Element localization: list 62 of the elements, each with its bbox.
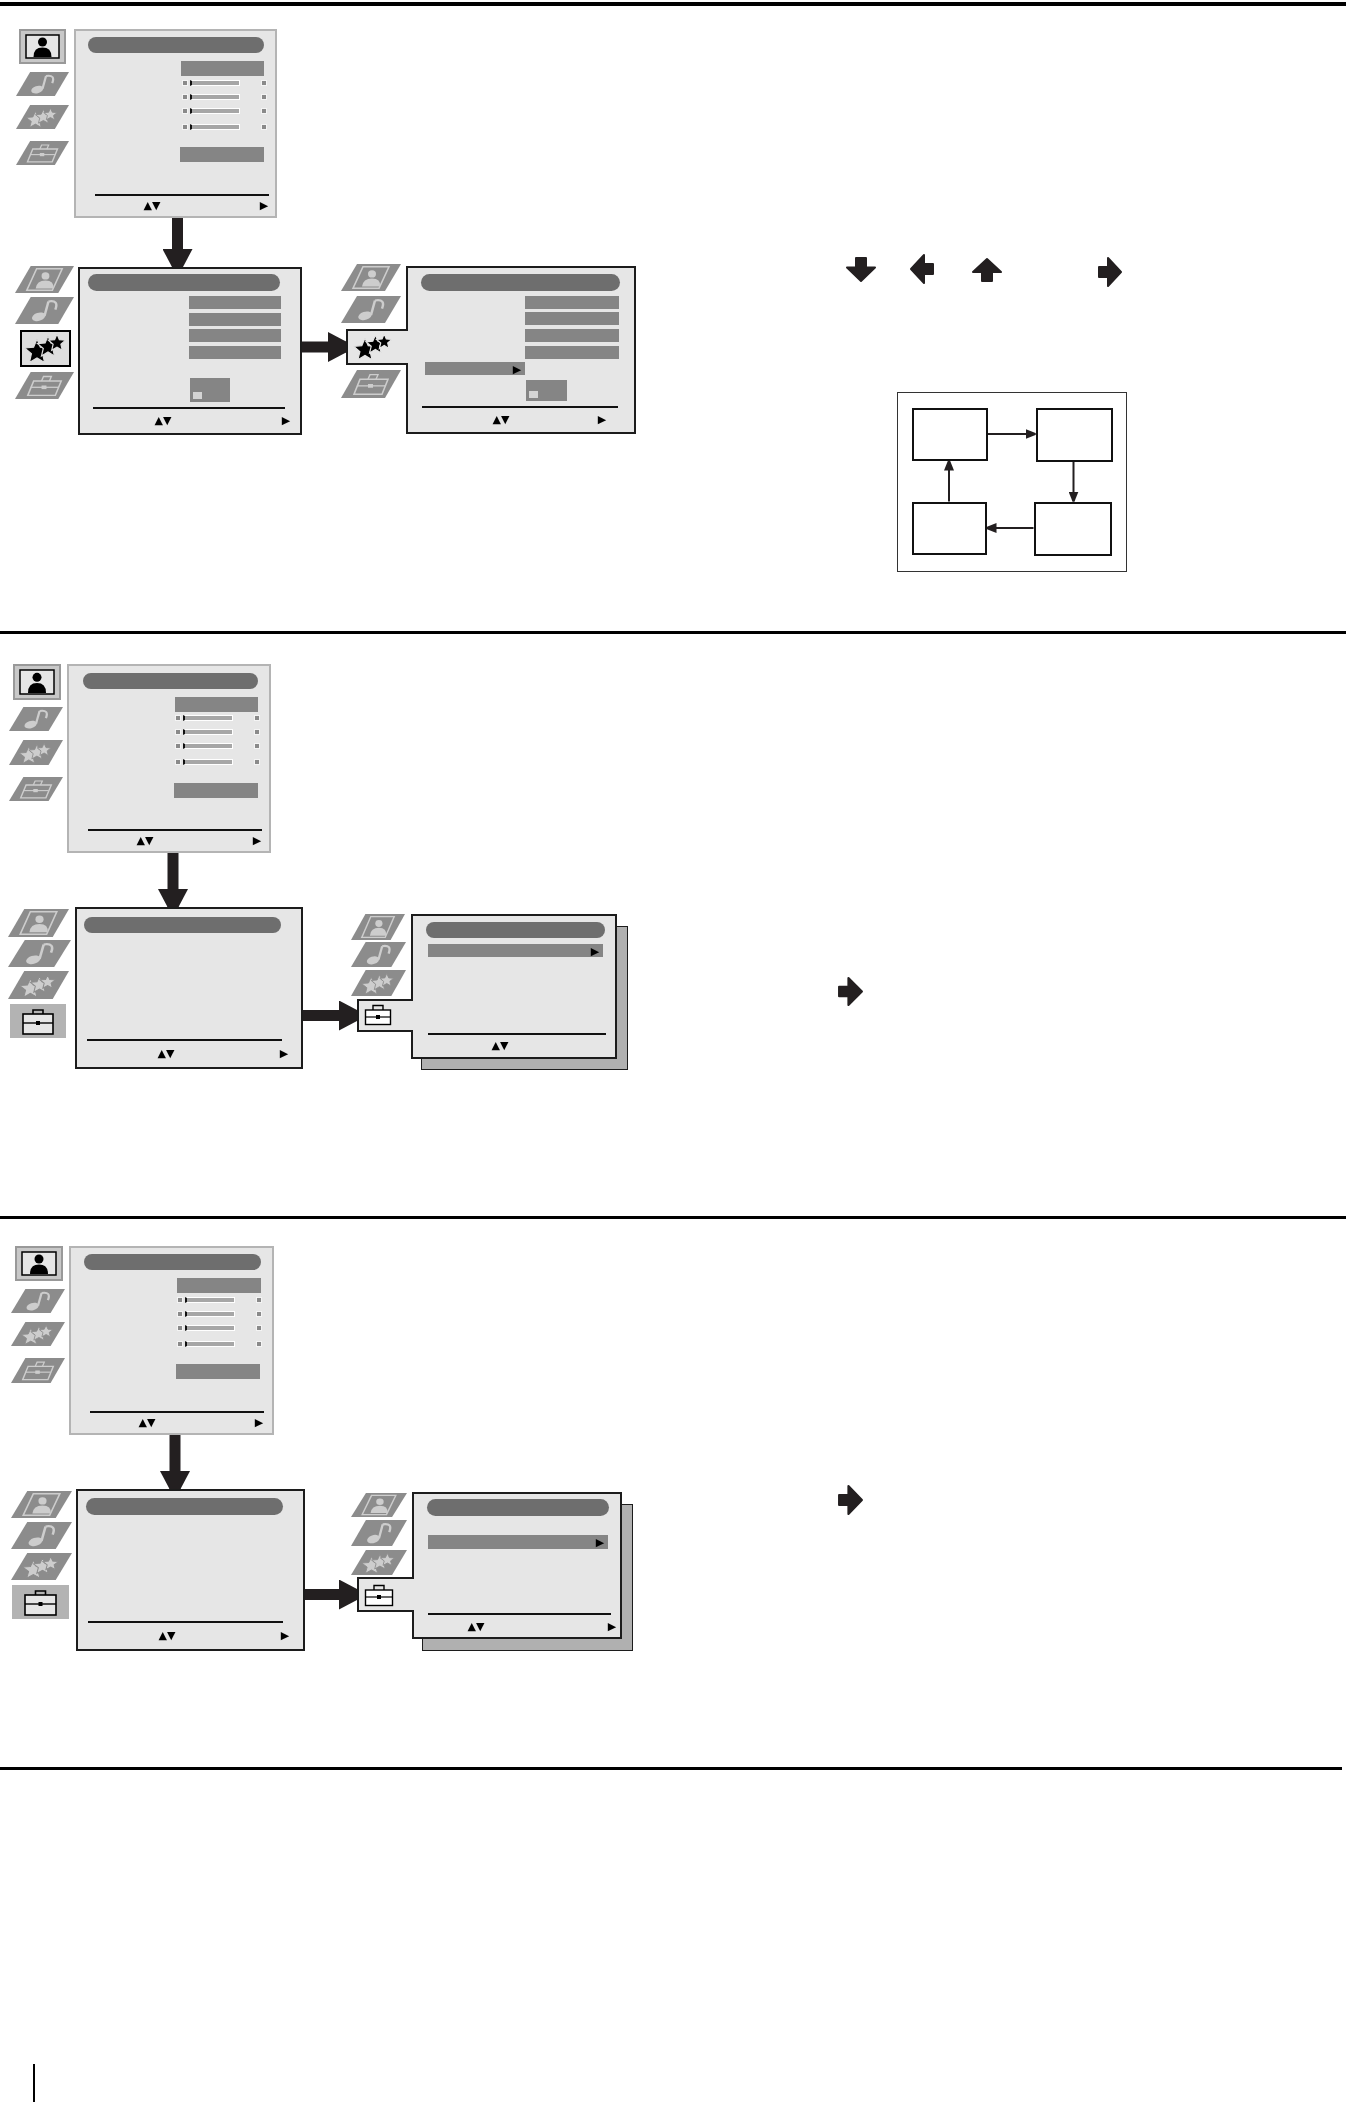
enter-symbol: ▶ <box>607 1620 617 1632</box>
enter-symbol: ▶ <box>254 1416 264 1428</box>
menu-screen <box>357 914 617 1059</box>
setting-value-bar <box>189 346 281 359</box>
setting-value-bar <box>176 1364 260 1379</box>
enter-symbol: ▶ <box>512 363 522 374</box>
menu-screen <box>74 29 277 218</box>
setting-value-bar <box>175 697 258 712</box>
navigation-symbols: ▲▼ <box>467 1620 485 1632</box>
highlighted-menu-row <box>428 944 603 957</box>
menu-screen <box>67 664 271 853</box>
setting-value-bar <box>177 1278 261 1293</box>
empty-box <box>911 501 987 555</box>
enter-symbol: ▶ <box>259 199 269 211</box>
empty-box <box>911 407 988 461</box>
enter-symbol: ▶ <box>281 414 291 426</box>
setting-value-bar <box>181 61 264 76</box>
navigation-symbols: ▲▼ <box>143 199 161 211</box>
navigation-symbols: ▲▼ <box>158 1629 176 1641</box>
menu-screen <box>346 266 636 434</box>
setting-value-bar <box>189 296 281 309</box>
menu-title-bar <box>84 1254 261 1270</box>
setting-value-bar <box>174 783 258 798</box>
navigation-symbols: ▲▼ <box>154 414 172 426</box>
menu-title-bar <box>421 274 620 291</box>
menu-title-bar <box>426 922 605 938</box>
setting-value-bar <box>525 296 619 309</box>
menu-title-bar <box>427 1499 609 1516</box>
navigation-symbols: ▲▼ <box>138 1416 156 1428</box>
menu-title-bar <box>88 37 264 53</box>
menu-title-bar <box>83 673 258 689</box>
diagram-frame <box>897 392 1127 572</box>
enter-symbol: ▶ <box>595 1536 605 1548</box>
navigation-symbols: ▲▼ <box>136 834 154 846</box>
navigation-symbols: ▲▼ <box>492 413 510 425</box>
menu-title-bar <box>84 917 281 933</box>
menu-title-bar <box>88 274 280 291</box>
setting-value-bar <box>189 313 281 326</box>
empty-box <box>1033 501 1112 556</box>
value-box <box>526 380 567 401</box>
enter-symbol: ▶ <box>252 834 262 846</box>
menu-screen <box>75 907 303 1069</box>
enter-symbol: ▶ <box>597 413 607 425</box>
setting-value-bar <box>180 147 264 162</box>
navigation-symbols: ▲▼ <box>491 1039 509 1051</box>
menu-title-bar <box>86 1498 283 1515</box>
setting-value-bar <box>525 329 619 342</box>
setting-value-bar <box>189 329 281 342</box>
menu-screen <box>69 1246 274 1435</box>
highlighted-menu-row <box>425 362 525 375</box>
menu-screen <box>76 1489 305 1651</box>
enter-symbol: ▶ <box>590 945 600 956</box>
enter-symbol: ▶ <box>280 1629 290 1641</box>
enter-symbol: ▶ <box>279 1047 289 1059</box>
menu-screen <box>78 267 302 435</box>
menu-screen <box>357 1492 622 1639</box>
setting-value-bar <box>525 346 619 359</box>
navigation-symbols: ▲▼ <box>157 1047 175 1059</box>
setting-value-bar <box>525 312 619 325</box>
value-box <box>190 378 230 402</box>
empty-box <box>1035 407 1113 462</box>
highlighted-menu-row <box>428 1535 608 1549</box>
